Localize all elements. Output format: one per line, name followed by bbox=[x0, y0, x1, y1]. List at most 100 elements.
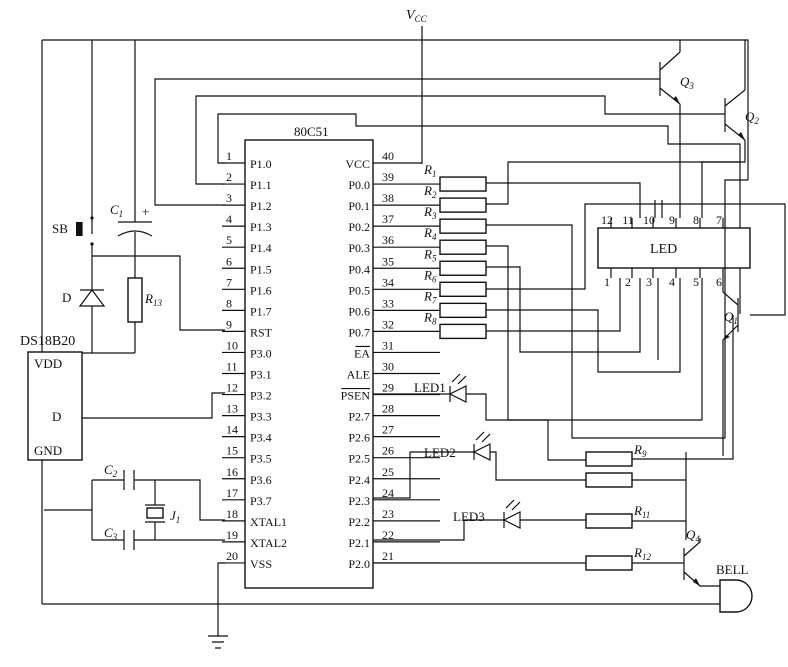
mcu-left-pin-num: 19 bbox=[226, 528, 238, 542]
mcu-left-pin-name: XTAL1 bbox=[250, 515, 287, 529]
mcu-left-pin-num: 3 bbox=[226, 191, 232, 205]
p0-resistor-label: R1 bbox=[423, 162, 436, 179]
mcu-left-pin-num: 4 bbox=[226, 212, 232, 226]
led-top-pin-num: 9 bbox=[669, 213, 675, 227]
p0-resistor-body bbox=[439, 218, 487, 234]
r9-label: R9 bbox=[633, 442, 647, 459]
mcu-right-pin-name: P0.2 bbox=[348, 220, 370, 234]
mcu-right-pin-num: 24 bbox=[382, 486, 394, 500]
mcu-right-pin-num: 40 bbox=[382, 149, 394, 163]
mcu-right-pin-name: P2.7 bbox=[348, 410, 370, 424]
mcu-right-pin-name: P0.5 bbox=[348, 283, 370, 297]
mcu-left-pin-name: P1.4 bbox=[250, 241, 272, 255]
mcu-left-pin-name: RST bbox=[250, 325, 273, 339]
r12-label: R12 bbox=[633, 545, 651, 562]
led-bottom-pin-num: 3 bbox=[646, 275, 652, 289]
mcu-right-pin-name: P2.3 bbox=[348, 494, 370, 508]
capacitor-c1: C1 + bbox=[110, 202, 153, 256]
mcu-right-pin-num: 29 bbox=[382, 381, 394, 395]
p0-resistor-body bbox=[439, 281, 487, 297]
mcu-left-pin-name: P1.0 bbox=[250, 157, 272, 171]
switch-sb: SB bbox=[52, 216, 225, 331]
diode-d: D bbox=[62, 256, 106, 353]
mcu-left-pin-num: 18 bbox=[226, 507, 238, 521]
q2-label: Q2 bbox=[745, 109, 759, 126]
mcu-right-pin-name: PSEN bbox=[341, 389, 371, 403]
mcu-left-pin-num: 17 bbox=[226, 486, 238, 500]
led-display-name: LED bbox=[650, 242, 677, 257]
mcu-left-pin-name: P3.5 bbox=[250, 452, 272, 466]
j1-label: J1 bbox=[170, 508, 180, 525]
mcu-left-pin-name: P3.1 bbox=[250, 368, 272, 382]
bell-label: BELL bbox=[716, 562, 749, 577]
wire-r2 bbox=[486, 161, 740, 205]
mcu-right-pin-name: P0.1 bbox=[348, 199, 370, 213]
mcu-right-pin-num: 26 bbox=[382, 444, 394, 458]
led1-label: LED1 bbox=[414, 380, 446, 395]
mcu-right-pin-num: 33 bbox=[382, 296, 394, 310]
p0-resistor-body bbox=[439, 302, 487, 319]
mcu-right-pin-name: P2.6 bbox=[348, 431, 370, 445]
p0-resistor-body bbox=[439, 260, 487, 276]
diode-label: D bbox=[62, 290, 71, 305]
mcu-right-pin-name: P2.5 bbox=[348, 452, 370, 466]
led3-label: LED3 bbox=[453, 509, 485, 524]
c1-plus: + bbox=[142, 204, 149, 219]
led-bottom-pin-num: 4 bbox=[669, 275, 675, 289]
mcu-left-pins: 1P1.02P1.13P1.24P1.35P1.46P1.57P1.68P1.7… bbox=[222, 149, 287, 571]
mcu-right-pin-name: VCC bbox=[345, 157, 370, 171]
mcu-left-pin-num: 12 bbox=[226, 381, 238, 395]
led-bottom-pin-num: 5 bbox=[693, 275, 699, 289]
mcu-right-pin-name: P0.7 bbox=[348, 325, 370, 339]
mcu-right-pin-name: P0.6 bbox=[348, 304, 370, 318]
mcu-left-pin-num: 6 bbox=[226, 254, 232, 268]
mcu-left-pin-name: P3.4 bbox=[250, 431, 272, 445]
mcu-right-pin-name: P0.0 bbox=[348, 178, 370, 192]
bell: BELL bbox=[42, 562, 753, 613]
mcu-right-pin-num: 31 bbox=[382, 338, 394, 352]
crystal-j1: C2 C3 J1 bbox=[44, 462, 225, 550]
c1-label: C1 bbox=[110, 202, 123, 219]
mcu-right-pin-name: P2.2 bbox=[348, 515, 370, 529]
mcu-right-pin-num: 25 bbox=[382, 465, 394, 479]
p0-resistor-body bbox=[439, 323, 487, 340]
mcu-right-pin-name: EA bbox=[354, 346, 370, 360]
vcc-v: V bbox=[406, 8, 416, 23]
mcu-left-pin-num: 10 bbox=[226, 338, 238, 352]
mcu-left-pin-num: 2 bbox=[226, 170, 232, 184]
sensor-pin-d: D bbox=[52, 409, 61, 424]
p11-wire bbox=[195, 95, 725, 185]
led2: LED2 bbox=[373, 431, 586, 499]
wire-r5 bbox=[486, 266, 641, 353]
mcu-left-pin-num: 16 bbox=[226, 465, 238, 479]
led1: LED1 bbox=[373, 373, 586, 461]
mcu-right-pin-name: P2.0 bbox=[348, 557, 370, 571]
r11-body bbox=[585, 513, 633, 529]
mcu-left-pin-name: P3.7 bbox=[250, 494, 272, 508]
r10-body bbox=[585, 472, 633, 488]
mcu-right-pin-num: 30 bbox=[382, 360, 394, 374]
q1-label: Q1 bbox=[724, 309, 738, 326]
mcu-right-pin-name: P0.3 bbox=[348, 241, 370, 255]
p0-resistor-label: R4 bbox=[423, 225, 437, 242]
p0-resistor-label: R5 bbox=[423, 246, 437, 263]
transistor-q3: Q3 bbox=[659, 40, 694, 218]
mcu-left-pin-num: 14 bbox=[226, 423, 238, 437]
c2-label: C2 bbox=[104, 462, 118, 479]
r11-label: R11 bbox=[633, 503, 650, 520]
p10-wire bbox=[217, 113, 741, 314]
wire-right-res bbox=[632, 315, 734, 522]
wire-r1 bbox=[486, 182, 641, 218]
p0-resistor-label: R8 bbox=[423, 309, 437, 326]
sensor-pin-vdd: VDD bbox=[34, 356, 62, 371]
mcu-left-pin-name: P1.5 bbox=[250, 262, 272, 276]
c3-label: C3 bbox=[104, 525, 118, 542]
mcu-left-pin-num: 20 bbox=[226, 549, 238, 563]
wire-r6 bbox=[486, 203, 786, 316]
mcu-left-pin-num: 5 bbox=[226, 233, 232, 247]
mcu-left-pin-name: P1.1 bbox=[250, 178, 272, 192]
mcu-right-pin-num: 23 bbox=[382, 507, 394, 521]
